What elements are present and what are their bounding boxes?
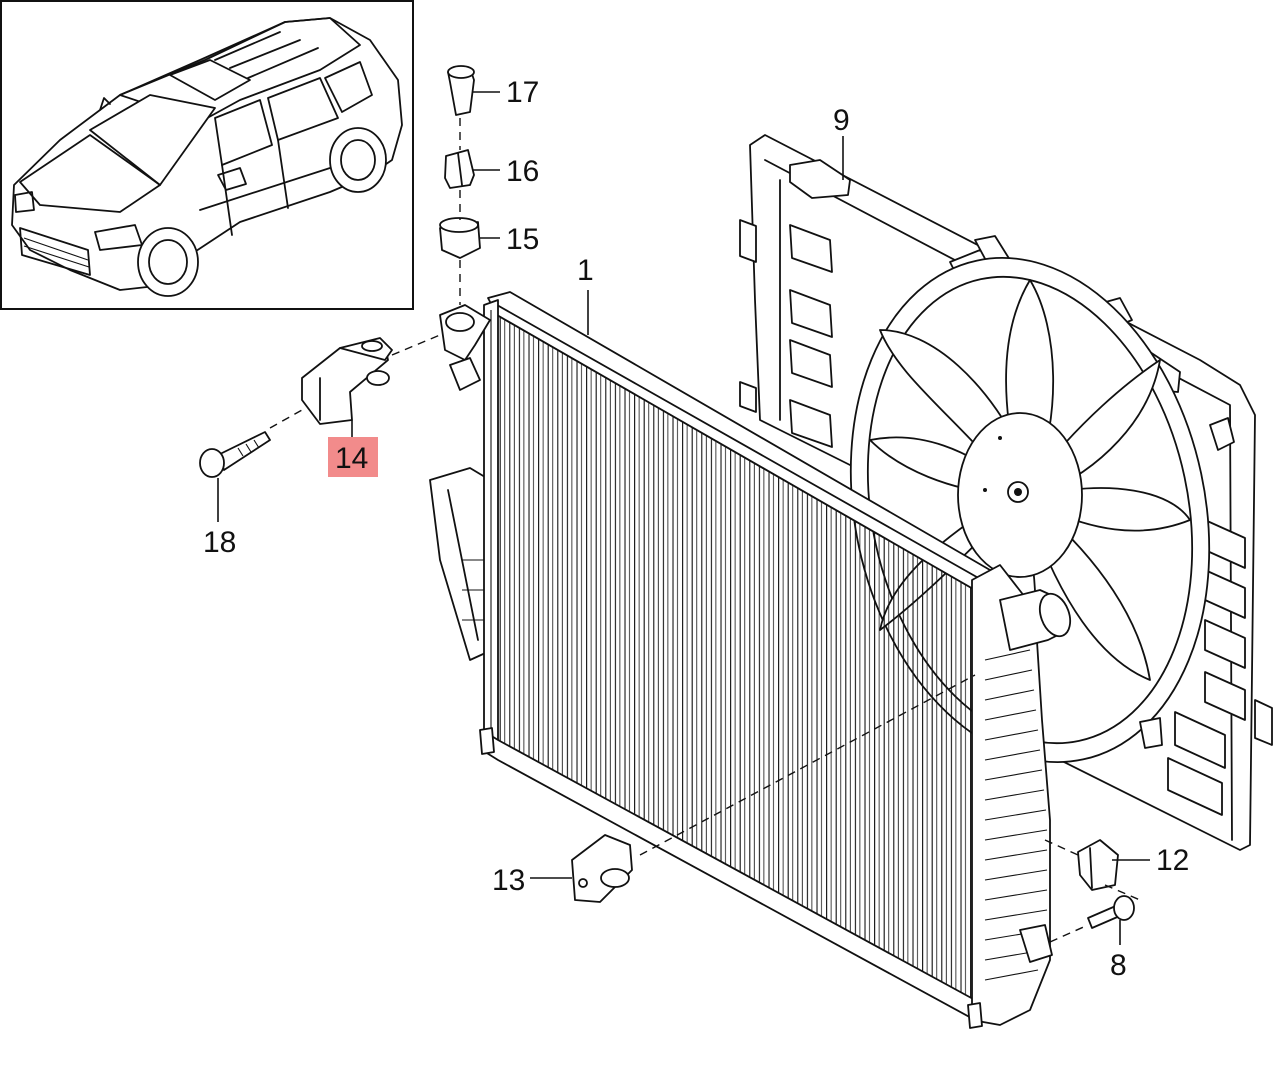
callout-8[interactable]: 8 <box>1110 949 1127 982</box>
callout-15[interactable]: 15 <box>506 223 539 256</box>
assembly-line <box>1104 884 1141 901</box>
callout-18[interactable]: 18 <box>203 526 236 559</box>
part-17-clip-pin <box>447 65 475 116</box>
callout-14[interactable]: 14 <box>335 442 368 475</box>
part-8-bolt <box>1087 895 1135 929</box>
callout-12[interactable]: 12 <box>1156 844 1189 877</box>
vehicle-thumbnail <box>0 0 414 310</box>
part-13-lower-bracket <box>571 834 633 903</box>
left-air-guide <box>429 467 493 661</box>
part-14-highlight <box>328 437 378 477</box>
leader-lines <box>217 91 1150 945</box>
car-illustration <box>11 17 403 297</box>
assembly-line <box>639 674 976 856</box>
assembly-line <box>1044 839 1079 856</box>
callout-9[interactable]: 9 <box>833 104 850 137</box>
assembly-line <box>269 409 303 429</box>
part-18-bolt <box>199 431 271 478</box>
callout-16[interactable]: 16 <box>506 155 539 188</box>
part-14-bracket <box>301 337 393 425</box>
callout-13[interactable]: 13 <box>492 864 525 897</box>
callout-1[interactable]: 1 <box>577 254 594 287</box>
part-16-rubber-cap <box>444 149 475 189</box>
radiator-part-1 <box>439 291 1072 1029</box>
shroud-left-slots <box>739 219 833 448</box>
shroud-right-slots <box>1167 417 1273 816</box>
part-15-grommet <box>439 217 481 259</box>
assembly-line <box>1049 924 1089 943</box>
callout-17[interactable]: 17 <box>506 76 539 109</box>
part-12-clip <box>1077 839 1119 891</box>
assembly-line <box>391 334 441 356</box>
